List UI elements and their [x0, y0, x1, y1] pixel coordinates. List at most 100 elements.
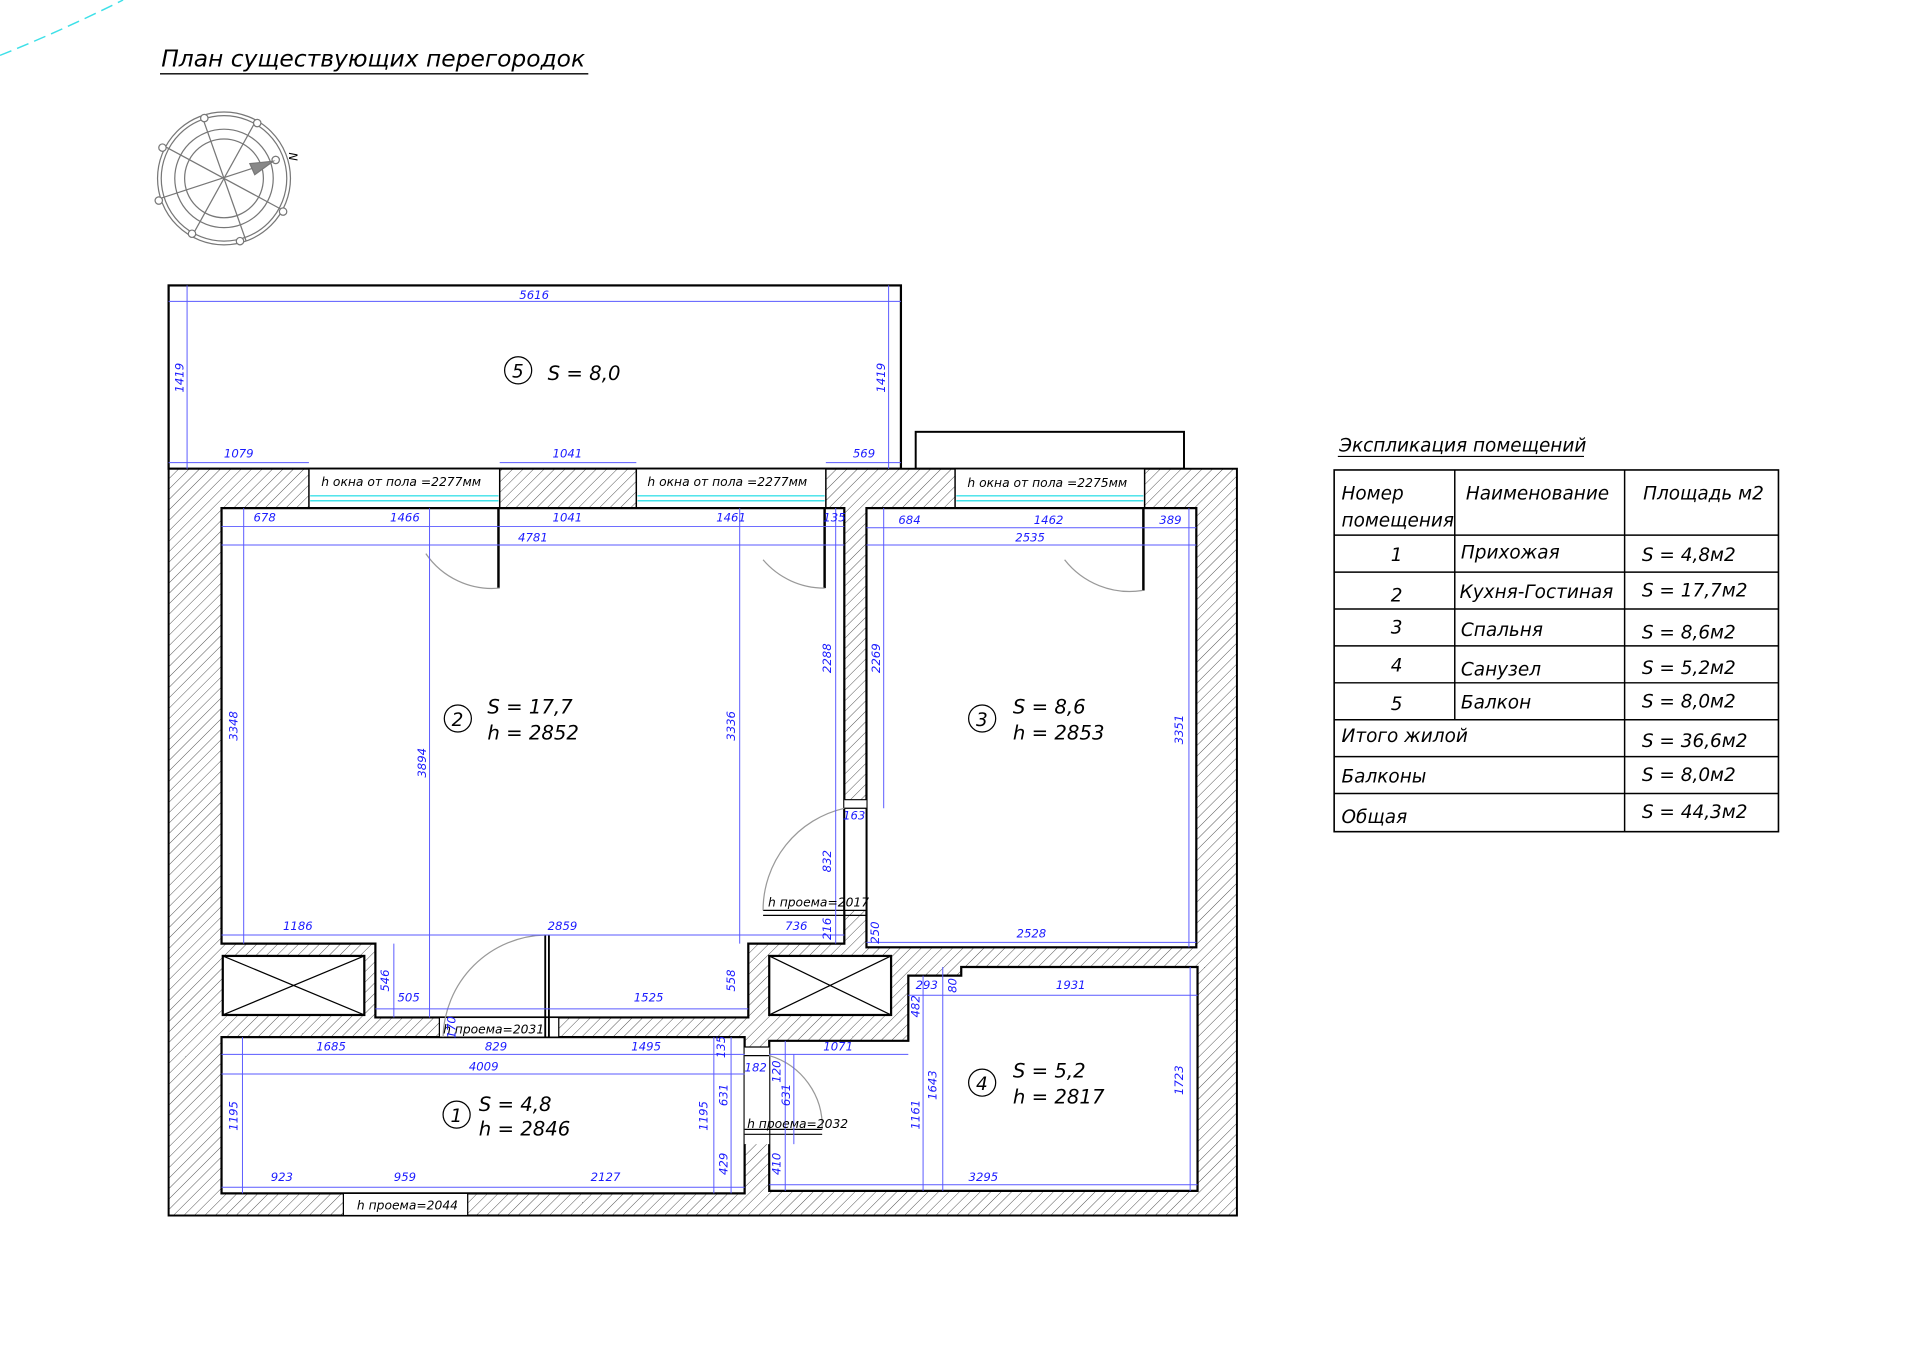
dimension-label: 1186 — [283, 919, 313, 933]
dimension-label: 1723 — [1172, 1065, 1186, 1095]
row-num: 4 — [1391, 656, 1403, 677]
dimension-label: 1041 — [553, 511, 583, 525]
door-openings — [342, 799, 868, 1217]
window-height-label: h окна от пола =2277мм — [647, 475, 807, 489]
dimension-label: 429 — [716, 1153, 730, 1175]
dimension-label: 1419 — [874, 363, 888, 393]
row-num: 5 — [1391, 694, 1403, 715]
row-name: Спальня — [1461, 620, 1543, 641]
dimension-label: 631 — [716, 1084, 730, 1106]
dimension-label: 832 — [820, 850, 834, 872]
room-label-4: 4 S = 5,2 h = 2817 — [968, 1060, 1105, 1109]
door-swings — [425, 508, 1145, 1130]
dimension-label: 482 — [908, 995, 922, 1017]
dimension-label: 1462 — [1034, 513, 1064, 527]
svg-text:S = 5,2: S = 5,2 — [1013, 1060, 1086, 1083]
dimension-label: 1419 — [172, 363, 186, 393]
svg-text:3: 3 — [976, 710, 988, 731]
row-num: 2 — [1391, 586, 1403, 607]
svg-text:S = 8,0: S = 8,0 — [548, 362, 621, 385]
dimension-label: 546 — [378, 969, 392, 991]
dimension-label: 216 — [820, 918, 834, 940]
dimension-label: 250 — [868, 921, 882, 943]
row-num: 3 — [1391, 618, 1403, 639]
svg-text:S = 4,8: S = 4,8 — [479, 1093, 552, 1116]
total-label: Общая — [1342, 807, 1408, 828]
dimension-label: 1495 — [631, 1040, 661, 1054]
dimension-label: 678 — [253, 511, 275, 525]
header-name: Наименование — [1466, 483, 1609, 504]
svg-text:h = 2853: h = 2853 — [1013, 721, 1105, 744]
room-5-balcony[interactable] — [167, 284, 903, 470]
dimension-label: 3348 — [227, 711, 241, 741]
opening-height-label: h проема=2031 — [443, 1022, 544, 1036]
row-area: S = 17,7м2 — [1642, 581, 1748, 602]
dimension-label: 1041 — [553, 447, 583, 461]
svg-text:h = 2852: h = 2852 — [487, 721, 579, 744]
svg-text:4: 4 — [976, 1074, 988, 1095]
opening-height-label: h проема=2044 — [357, 1198, 458, 1212]
windows — [308, 467, 1146, 509]
window-height-label: h окна от пола =2275мм — [967, 476, 1127, 490]
dimension-label: 5616 — [519, 288, 549, 302]
opening-height-label: h проема=2017 — [768, 896, 869, 910]
row-area: S = 8,0м2 — [1642, 691, 1736, 712]
row-area: S = 4,8м2 — [1642, 545, 1736, 566]
compass-north-label: N — [286, 153, 299, 161]
room-4-bathroom[interactable] — [768, 965, 1199, 1193]
header-area: Площадь м2 — [1643, 483, 1764, 504]
dimension-label: 736 — [785, 919, 807, 933]
drawing-title: План существующих перегородок — [161, 44, 585, 72]
row-name: Балкон — [1461, 693, 1531, 714]
explication-title: Экспликация помещений — [1338, 436, 1586, 457]
header-num: Номер — [1342, 483, 1404, 504]
dimension-label: 2269 — [869, 643, 883, 673]
svg-text:2: 2 — [452, 710, 464, 731]
dimension-label: 3894 — [415, 748, 429, 778]
dimension-label: 1195 — [227, 1101, 241, 1131]
dimension-label: 389 — [1159, 513, 1181, 527]
svg-text:S = 17,7: S = 17,7 — [487, 696, 573, 719]
row-area: S = 8,6м2 — [1642, 623, 1736, 644]
dimension-label: 569 — [853, 447, 875, 461]
room-label-5: 5 S = 8,0 — [504, 356, 621, 385]
compass-rose-icon — [154, 111, 292, 246]
dimension-label: 558 — [724, 969, 738, 991]
dimension-label: 410 — [769, 1153, 783, 1175]
svg-text:1: 1 — [450, 1106, 462, 1127]
room-label-1: 1 S = 4,8 h = 2846 — [442, 1093, 571, 1141]
dimension-label: 1071 — [823, 1040, 853, 1054]
svg-text:h = 2817: h = 2817 — [1013, 1086, 1105, 1109]
total-area: S = 36,6м2 — [1642, 731, 1748, 752]
explication-table: Экспликация помещений Номер помещения На… — [1333, 436, 1780, 833]
dimension-label: 80 — [945, 978, 959, 993]
dimension-label: 120 — [769, 1060, 783, 1082]
balcony-ledge — [914, 430, 1185, 470]
dimension-label: 505 — [397, 990, 419, 1004]
row-name: Прихожая — [1461, 543, 1560, 564]
dimension-label: 959 — [394, 1170, 416, 1184]
total-area: S = 44,3м2 — [1642, 802, 1748, 823]
dimension-label: 829 — [485, 1040, 507, 1054]
room-label-2: 2 S = 17,7 h = 2852 — [443, 696, 579, 744]
dimension-label: 1525 — [634, 990, 664, 1004]
room-3-bedroom[interactable] — [865, 506, 1198, 949]
room-1-hallway[interactable] — [220, 1036, 746, 1195]
row-name: Санузел — [1461, 659, 1541, 680]
dimension-label: 3336 — [724, 711, 738, 741]
dimension-label: 135 — [714, 1036, 728, 1058]
dimension-label: 163 — [843, 808, 865, 822]
svg-text:h = 2846: h = 2846 — [479, 1118, 571, 1141]
dimension-label: 4781 — [518, 530, 548, 544]
dimension-label: 631 — [779, 1084, 793, 1106]
dimension-label: 2859 — [548, 919, 578, 933]
dimension-label: 1461 — [716, 511, 746, 525]
total-label: Итого жилой — [1342, 726, 1468, 747]
dimension-label: 1195 — [697, 1101, 711, 1131]
dimension-label: 135 — [823, 511, 845, 525]
dimension-label: 1643 — [926, 1070, 940, 1100]
corner-arc — [0, 0, 124, 57]
room-2-kitchen-living[interactable] — [220, 506, 846, 1019]
row-area: S = 5,2м2 — [1642, 658, 1736, 679]
